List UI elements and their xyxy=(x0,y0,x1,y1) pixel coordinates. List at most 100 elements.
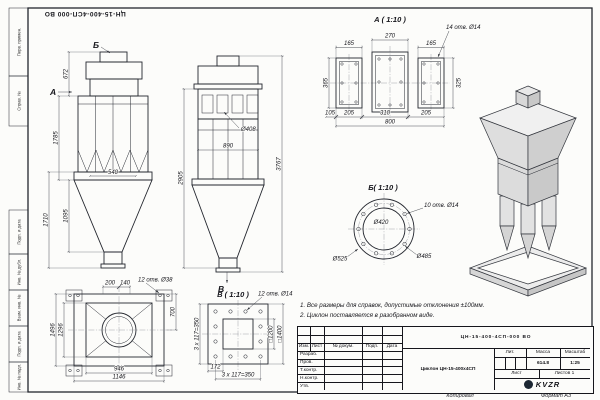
tb-product-name: Циклон ЦН-15-400х4СП xyxy=(420,366,476,372)
dim-672: 672 xyxy=(64,68,70,79)
tb-divider xyxy=(402,327,403,391)
tb-divider xyxy=(298,382,402,384)
tb-sheets-cell: Листов 1 xyxy=(539,369,590,378)
holes-callout-14: 14 отв. Ø14 xyxy=(446,25,481,31)
dim-3767: 3767 xyxy=(277,157,283,171)
dim-946: 946 xyxy=(114,367,125,373)
dim-1785: 1785 xyxy=(54,131,60,145)
kvzr-logo-icon xyxy=(523,379,533,389)
tb-divider xyxy=(560,348,561,369)
tb-divider xyxy=(298,374,402,376)
tb-header-dokum: № докум. xyxy=(332,344,354,350)
dim-700: 700 xyxy=(171,306,177,317)
dim-540: 540 xyxy=(108,170,119,176)
margin-label: Инв. № подл. xyxy=(17,364,22,391)
tb-header-data: Дата xyxy=(386,344,398,350)
tb-role-prov: Пров. xyxy=(300,359,313,365)
tb-role-razrab: Разраб. xyxy=(300,352,318,358)
dim-1296: 1296 xyxy=(59,323,65,337)
tb-divider xyxy=(310,327,311,351)
tb-divider xyxy=(298,342,402,344)
holes-callout-12-14: 12 отв. Ø14 xyxy=(258,292,293,298)
section-mark-a: А xyxy=(49,87,56,97)
dim-172: 172 xyxy=(210,365,221,371)
dim-105: 105 xyxy=(325,111,336,117)
section-a-title: А ( 1:10 ) xyxy=(373,15,406,24)
note-line: 2. Циклон поставляется в разобранном вид… xyxy=(300,311,435,319)
tb-divider xyxy=(504,357,506,369)
margin-label: Инв. № дубл. xyxy=(17,259,22,286)
dim-d408: Ø408 xyxy=(240,127,256,133)
dim-sq1200: □1200 xyxy=(269,325,275,343)
tb-sheets-value: 1 xyxy=(571,371,575,376)
section-mark-v: В xyxy=(218,284,224,294)
kvzr-logo-text: KVZR xyxy=(535,379,561,389)
side-view: Ø408 890 2905 3767 В xyxy=(178,54,284,294)
tb-divider xyxy=(298,350,402,352)
tb-divider xyxy=(526,348,527,369)
dim-270: 270 xyxy=(384,34,396,40)
tb-role-utv: Утв. xyxy=(300,383,310,389)
tb-divider xyxy=(539,369,540,378)
tb-sheets-label: Листов xyxy=(554,371,571,376)
dim-205-right: 205 xyxy=(420,111,432,117)
tb-header-list: Лист xyxy=(311,344,323,350)
tb-header-izm: Изм. xyxy=(298,344,310,350)
section-v-title: В ( 1:10 ) xyxy=(217,290,249,299)
tb-divider xyxy=(298,358,402,360)
dim-350-bottom: 3 x 117=350 xyxy=(222,373,255,379)
dim-165-right: 165 xyxy=(426,41,437,47)
front-view: Б А 672 1785 1095 1710 540 xyxy=(43,40,153,270)
dim-365: 365 xyxy=(324,77,330,88)
margin-label: Справ. № xyxy=(17,91,22,111)
tb-doc-number: ЦН-15-400-4СП-000 ВО xyxy=(460,335,532,340)
dim-205-left: 205 xyxy=(343,111,355,117)
tb-mass-label: Масса xyxy=(535,350,551,355)
tb-role-nkontr: Н.контр. xyxy=(300,375,319,381)
dim-1710: 1710 xyxy=(44,213,50,227)
tb-lit-label: Лит. xyxy=(505,350,515,355)
dim-2905: 2905 xyxy=(179,171,185,186)
tb-divider xyxy=(494,357,590,358)
section-b-title: Б( 1:10 ) xyxy=(368,183,398,192)
section-a-view: А ( 1:10 ) 270 165 165 14 отв. xyxy=(323,15,482,128)
tb-header-podp: Подп. xyxy=(365,344,379,350)
tb-divider xyxy=(494,369,590,370)
margin-label: Подп. и дата xyxy=(17,219,22,245)
title-block: Изм. Лист № докум. Подп. Дата Разраб. Пр… xyxy=(297,326,594,394)
margin-label: Подп. и дата xyxy=(17,331,22,357)
dim-d525: Ø525 xyxy=(332,257,348,263)
dim-890: 890 xyxy=(223,144,234,150)
dim-d420: Ø420 xyxy=(373,220,389,226)
dim-1496: 1496 xyxy=(51,323,57,337)
section-mark-b: Б xyxy=(93,40,99,50)
copied-stamp: Копировал xyxy=(446,393,474,399)
dim-350-left: 3 x 117=350 xyxy=(195,317,201,350)
left-margin-strip: Перв. примен. Справ. № Подп. и дата Инв.… xyxy=(8,7,29,393)
top-doc-number-stamp: ЦН-15-400-4СП-000 ВО xyxy=(44,10,125,17)
margin-label: Взам. инв. № xyxy=(17,294,22,321)
dim-200: 200 xyxy=(104,281,116,287)
tb-divider xyxy=(494,378,590,379)
format-stamp: Формат А3 xyxy=(540,393,572,399)
tb-divider xyxy=(402,348,590,349)
tb-divider xyxy=(298,334,402,336)
margin-label: Перв. примен. xyxy=(17,28,22,57)
dim-d485: Ø485 xyxy=(416,254,432,260)
dim-sq1400: □1400 xyxy=(278,325,284,343)
holes-callout-10: 10 отв. Ø14 xyxy=(424,203,459,209)
base-view: 200 140 12 отв. Ø38 700 1496 1296 946 11… xyxy=(50,277,178,383)
tb-divider xyxy=(515,357,517,369)
tb-sheet-label: Лист xyxy=(511,371,522,376)
tb-divider xyxy=(298,366,402,368)
dim-800: 800 xyxy=(385,120,396,126)
tb-mass-value: 614.8 xyxy=(536,360,549,366)
tb-role-tkontr: Т.контр. xyxy=(300,367,318,373)
dim-310: 310 xyxy=(380,111,391,117)
note-line: 1. Все размеры для справок, допустимые о… xyxy=(300,302,485,309)
isometric-view xyxy=(469,85,587,297)
section-v-view: В ( 1:10 ) 12 отв. Ø14 3 x 117=350 172 3… xyxy=(194,290,294,381)
tb-scale-label: Масштаб xyxy=(564,350,586,355)
tb-scale-value: 1:25 xyxy=(570,360,580,366)
